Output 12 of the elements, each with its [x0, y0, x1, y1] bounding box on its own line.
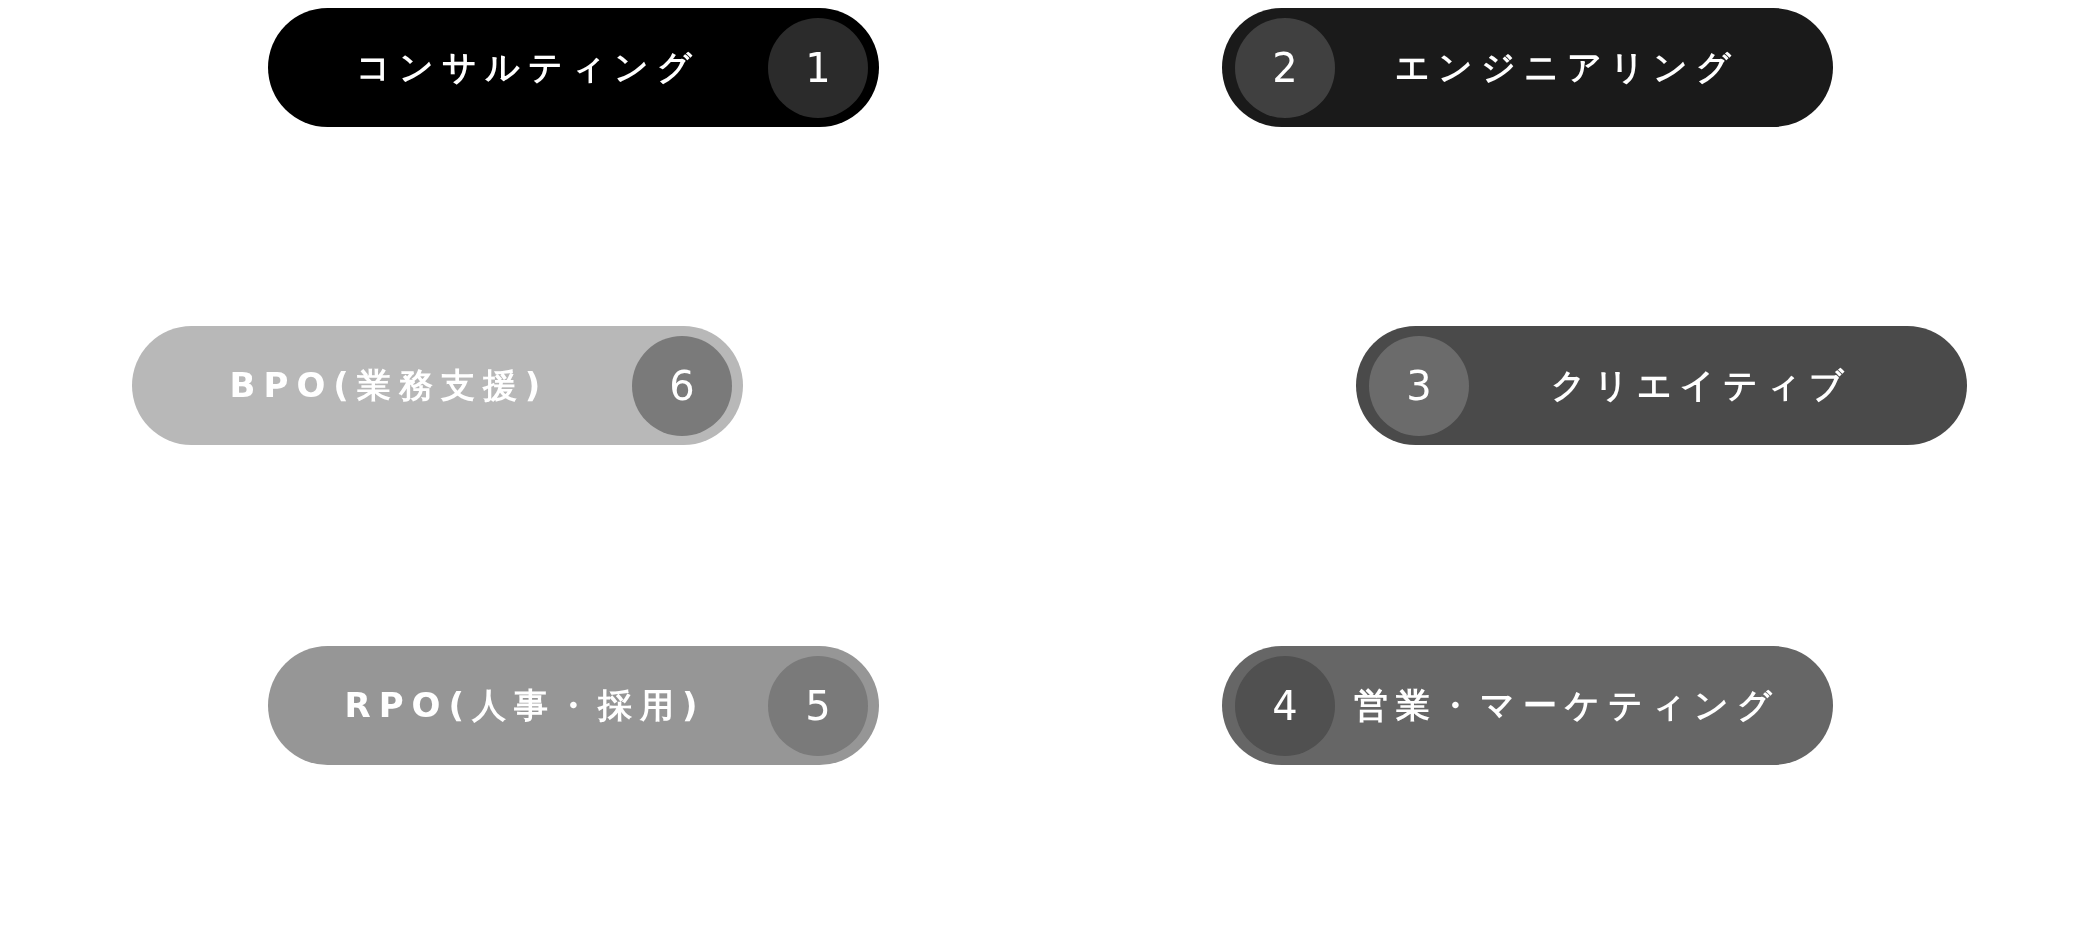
category-label: RPO(人事・採用) [344, 685, 706, 726]
category-label: コンサルティング [356, 47, 700, 88]
number-badge: 5 [768, 656, 868, 756]
category-label: エンジニアリング [1395, 47, 1739, 88]
category-label: クリエイティブ [1550, 365, 1852, 406]
number-badge: 6 [632, 336, 732, 436]
number-badge: 1 [768, 18, 868, 118]
category-label: BPO(業務支援) [229, 365, 549, 406]
number-badge: 2 [1235, 18, 1335, 118]
number-badge: 3 [1369, 336, 1469, 436]
number-badge: 4 [1235, 656, 1335, 756]
category-label: 営業・マーケティング [1354, 685, 1780, 726]
